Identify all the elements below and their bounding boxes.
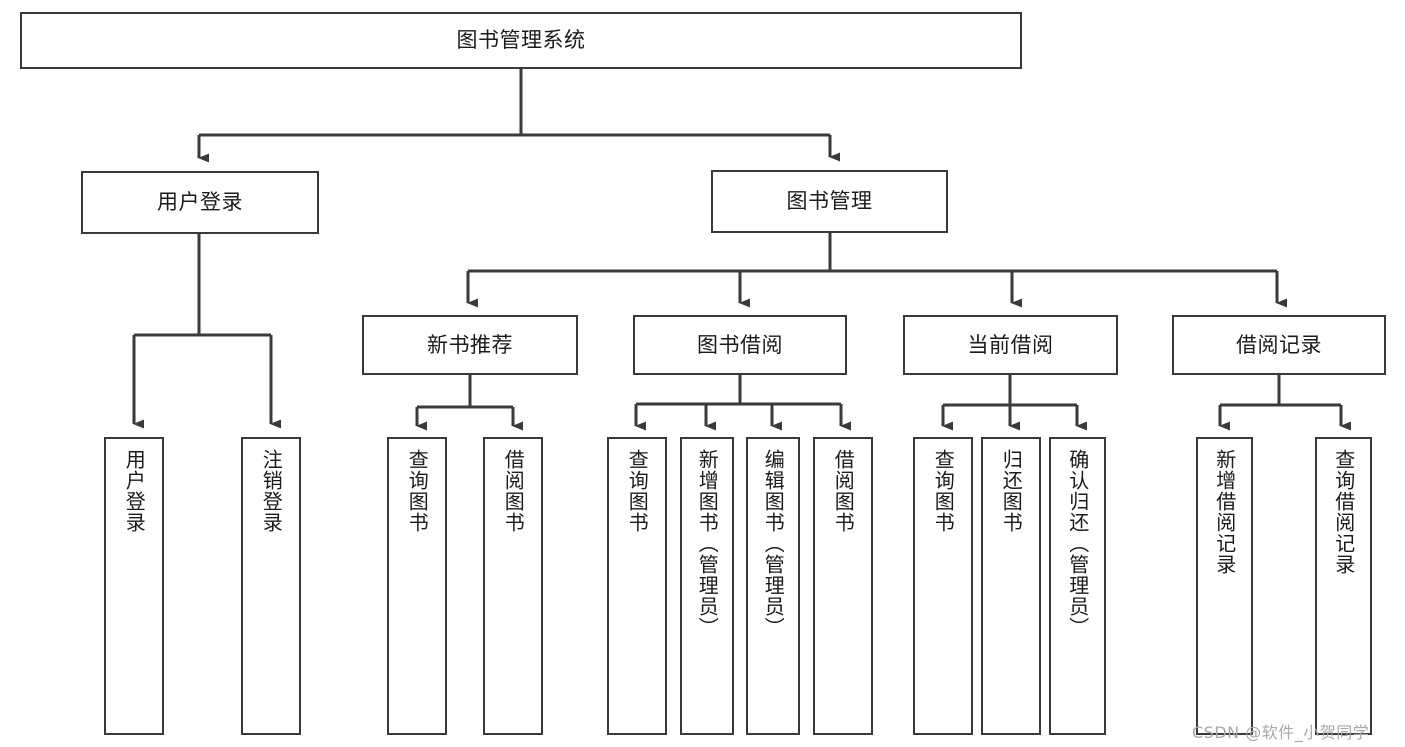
leaf-return-book[interactable]: 归还图书 [981,437,1041,735]
leaf-logout-login-label: 注销登录 [259,449,284,533]
node-current-borrow-label: 当前借阅 [967,332,1054,357]
node-book-borrow-label: 图书借阅 [697,332,783,357]
node-book-borrow[interactable]: 图书借阅 [633,315,847,375]
leaf-confirm-return-admin-label: 确认归还（管理员） [1065,449,1090,638]
leaf-add-book-admin[interactable]: 新增图书（管理员） [680,437,734,735]
leaf-add-borrow-record[interactable]: 新增借阅记录 [1196,437,1253,735]
leaf-borrow-book[interactable]: 借阅图书 [813,437,873,735]
node-book-manage[interactable]: 图书管理 [711,170,948,233]
node-borrow-record-label: 借阅记录 [1236,332,1322,357]
leaf-query-book-borrow[interactable]: 查询图书 [607,437,667,735]
node-user-login[interactable]: 用户登录 [81,171,319,234]
leaf-query-book-borrow-label: 查询图书 [625,449,650,533]
node-new-book-recommend-label: 新书推荐 [427,332,513,357]
leaf-edit-book-admin[interactable]: 编辑图书（管理员） [746,437,800,735]
leaf-query-book-new[interactable]: 查询图书 [387,437,447,735]
node-user-login-label: 用户登录 [157,190,243,215]
leaf-logout-login[interactable]: 注销登录 [241,437,301,735]
node-borrow-record[interactable]: 借阅记录 [1172,315,1386,375]
leaf-query-book-new-label: 查询图书 [405,449,430,533]
leaf-edit-book-admin-label: 编辑图书（管理员） [761,449,786,638]
csdn-watermark: CSDN @软件_小贺同学 [1192,723,1370,742]
leaf-query-book-current[interactable]: 查询图书 [913,437,973,735]
leaf-user-login[interactable]: 用户登录 [104,437,164,735]
leaf-borrow-book-new-label: 借阅图书 [501,449,526,533]
leaf-borrow-book-label: 借阅图书 [831,449,856,533]
leaf-user-login-label: 用户登录 [122,449,147,533]
leaf-query-book-current-label: 查询图书 [931,449,956,533]
leaf-query-borrow-record-label: 查询借阅记录 [1331,449,1356,575]
node-book-manage-label: 图书管理 [786,189,873,214]
leaf-add-book-admin-label: 新增图书（管理员） [695,449,720,638]
node-root[interactable]: 图书管理系统 [20,12,1022,69]
leaf-query-borrow-record[interactable]: 查询借阅记录 [1315,437,1372,735]
leaf-borrow-book-new[interactable]: 借阅图书 [483,437,543,735]
leaf-return-book-label: 归还图书 [999,449,1024,533]
leaf-add-borrow-record-label: 新增借阅记录 [1212,449,1237,575]
node-root-label: 图书管理系统 [456,28,586,53]
node-new-book-recommend[interactable]: 新书推荐 [362,315,578,375]
leaf-confirm-return-admin[interactable]: 确认归还（管理员） [1049,437,1106,735]
node-current-borrow[interactable]: 当前借阅 [903,315,1118,375]
